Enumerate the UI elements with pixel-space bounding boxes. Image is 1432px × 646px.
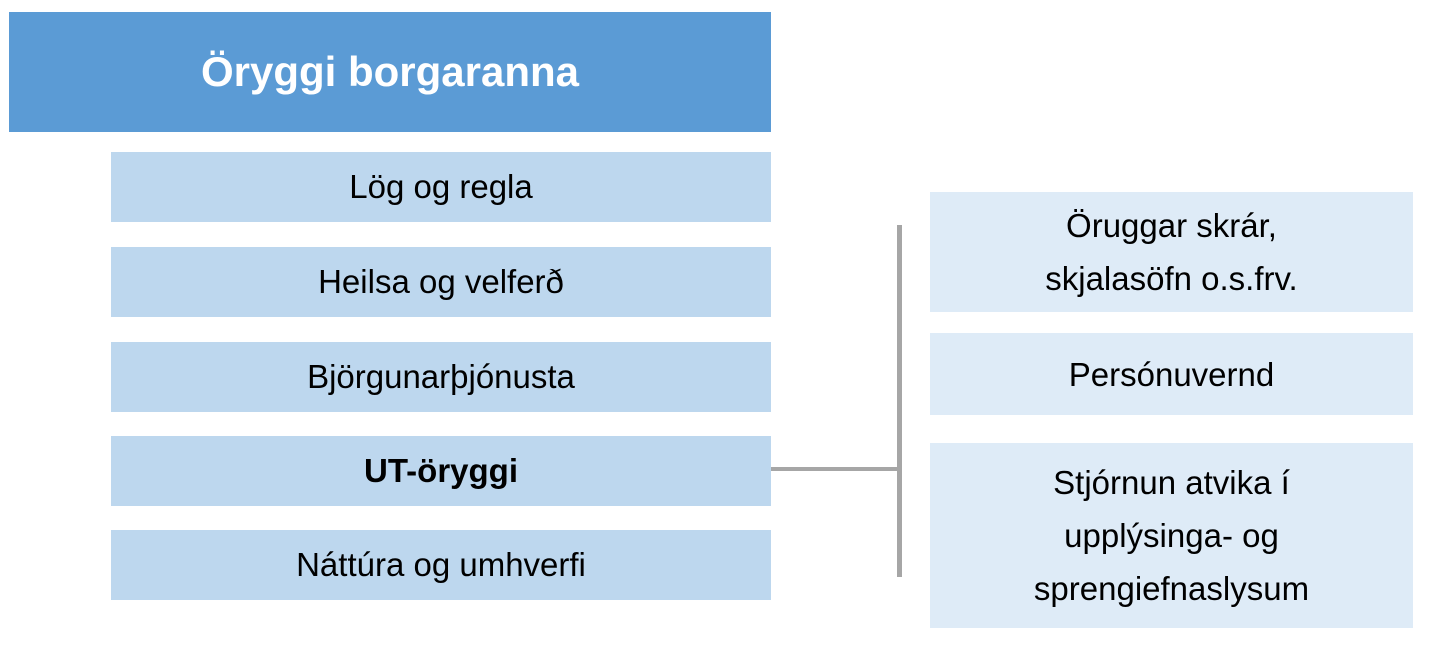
subitem-box-oruggar-skrar: Öruggar skrár, skjalasöfn o.s.frv. xyxy=(930,192,1413,312)
category-label: Björgunarþjónusta xyxy=(307,358,575,395)
subitem-box-personuvernd: Persónuvernd xyxy=(930,333,1413,415)
category-box-bjorgunarthjonusta: Björgunarþjónusta xyxy=(111,342,771,412)
root-box-label: Öryggi borgaranna xyxy=(200,48,580,95)
category-box-log-og-regla: Lög og regla xyxy=(111,152,771,222)
category-label: Náttúra og umhverfi xyxy=(296,546,586,583)
subitem-label: Persónuvernd xyxy=(1068,355,1275,393)
subitem-box-stjornun-atvika: Stjórnun atvika í upplýsinga- og sprengi… xyxy=(930,443,1413,628)
subitem-label: Stjórnun atvika í upplýsinga- og sprengi… xyxy=(1033,464,1310,607)
root-box-oryggi-borgaranna: Öryggi borgaranna xyxy=(9,12,771,132)
category-box-ut-oryggi: UT-öryggi xyxy=(111,436,771,506)
category-label: Heilsa og velferð xyxy=(318,263,564,300)
subitem-label: Öruggar skrár, skjalasöfn o.s.frv. xyxy=(1045,207,1298,297)
category-box-heilsa-og-velferd: Heilsa og velferð xyxy=(111,247,771,317)
category-label: Lög og regla xyxy=(349,168,533,205)
category-box-nattura-og-umhverfi: Náttúra og umhverfi xyxy=(111,530,771,600)
connector-line-horizontal xyxy=(771,467,898,471)
category-label: UT-öryggi xyxy=(364,452,518,489)
connector-line-vertical xyxy=(897,225,902,577)
